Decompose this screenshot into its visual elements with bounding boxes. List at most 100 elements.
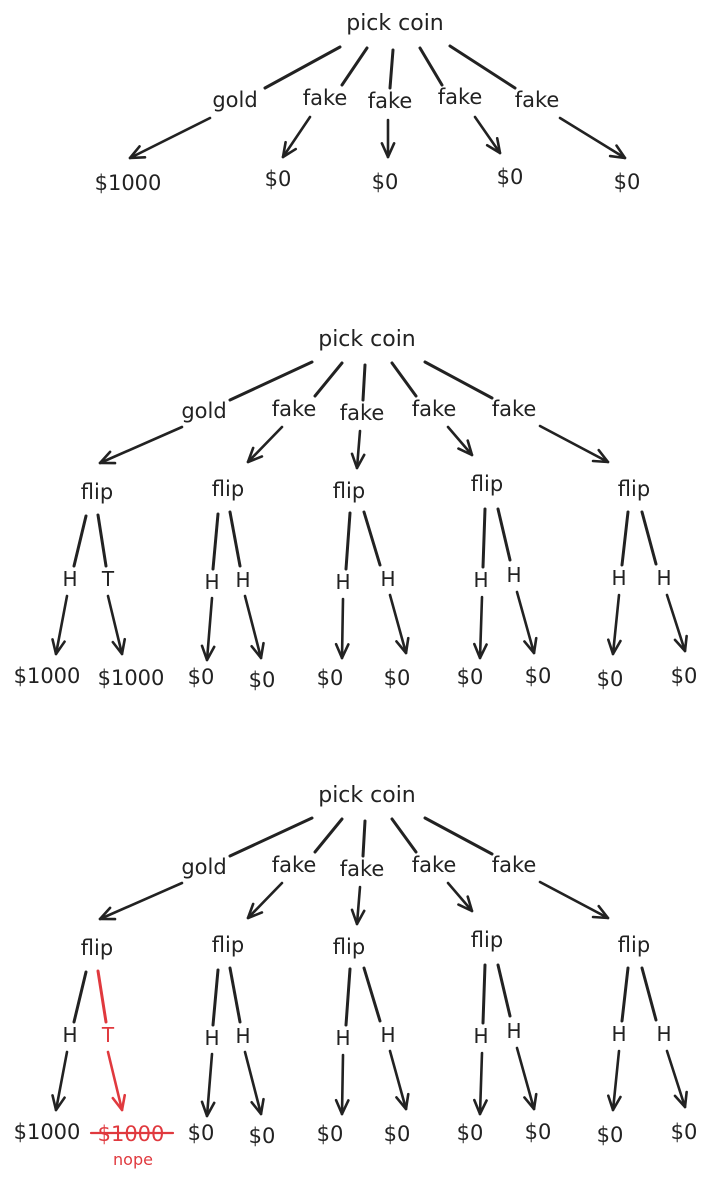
- root-node-pick-coin: pick coin: [346, 11, 444, 36]
- payout-value: $0: [614, 170, 641, 194]
- side-to-payout-arrow-head: [395, 636, 410, 655]
- side-to-payout-arrow: [473, 595, 488, 660]
- payout-value: $0: [317, 1122, 344, 1146]
- flip-branch-line: [211, 968, 220, 1027]
- coin-choice-label: fake: [412, 397, 457, 421]
- outcome-arrow-shaft: [473, 115, 502, 155]
- side-to-payout-arrow: [334, 1053, 350, 1116]
- coin-side-label: H: [235, 1024, 250, 1048]
- choice-to-flip-arrow-shaft: [446, 425, 474, 457]
- root-branch-line: [263, 45, 342, 90]
- choice-to-flip-arrow-shaft: [355, 429, 362, 470]
- side-to-payout-arrow-head: [673, 1090, 688, 1109]
- side-to-payout-arrow-shaft: [478, 1051, 484, 1116]
- choice-to-flip-arrow: [98, 881, 184, 921]
- flip-node-label: flip: [81, 480, 113, 504]
- coin-choice-label: fake: [492, 853, 537, 877]
- root-branch-line: [418, 46, 444, 87]
- choice-to-flip-arrow-head: [246, 902, 264, 920]
- side-to-payout-arrow: [607, 1049, 622, 1112]
- side-to-payout-arrow-shaft: [478, 595, 484, 660]
- choice-to-flip-arrow: [350, 885, 366, 926]
- coin-choice-label: gold: [212, 88, 257, 112]
- flip-branch-line: [481, 963, 487, 1025]
- outcome-arrow: [380, 118, 396, 159]
- flip-node-label: flip: [618, 477, 650, 501]
- flip-branch-line: [211, 512, 220, 571]
- payout-value: $0: [372, 170, 399, 194]
- payout-value: $0: [671, 664, 698, 688]
- choice-to-flip-arrow-shaft: [98, 881, 184, 921]
- choice-to-flip-arrow: [446, 881, 474, 913]
- side-to-payout-arrow-head: [51, 1094, 66, 1112]
- coin-side-label: H: [62, 567, 77, 591]
- outcome-arrow-shaft: [281, 115, 312, 159]
- choice-to-flip-arrow: [538, 424, 610, 464]
- coin-side-label: T: [101, 567, 115, 591]
- coin-choice-label: fake: [515, 88, 560, 112]
- coin-choice-label: fake: [368, 89, 413, 113]
- flip-branch-line: [228, 966, 242, 1024]
- root-branch-line: [228, 360, 314, 402]
- payout-value: $0: [249, 1124, 276, 1148]
- side-to-payout-arrow-head: [111, 637, 127, 656]
- coin-side-label: H: [380, 1023, 395, 1047]
- side-to-payout-arrow: [473, 1051, 488, 1116]
- flip-branch-line: [362, 510, 382, 567]
- nope-annotation: nope: [113, 1150, 153, 1169]
- coin-choice-label: fake: [492, 397, 537, 421]
- root-branch-line: [388, 48, 395, 90]
- side-to-payout-arrow-shaft: [515, 590, 536, 655]
- coin-side-label: H: [335, 570, 350, 594]
- choice-to-flip-arrow: [538, 880, 610, 920]
- payout-value: $0: [384, 1122, 411, 1146]
- coin-side-label: H: [473, 1024, 488, 1048]
- flip-branch-line: [620, 966, 630, 1023]
- outcome-arrow-head: [485, 136, 502, 155]
- payout-value: $0: [265, 167, 292, 191]
- flip-branch-line: [344, 511, 352, 571]
- side-to-payout-arrow-shaft: [205, 1052, 214, 1118]
- root-node-pick-coin: pick coin: [318, 327, 416, 352]
- flip-branch-line: [496, 963, 512, 1018]
- side-to-payout-arrow-shaft: [388, 593, 408, 655]
- root-node-pick-coin: pick coin: [318, 783, 416, 808]
- side-to-payout-arrow: [106, 1050, 127, 1112]
- payout-value: $0: [188, 1121, 215, 1145]
- side-to-payout-arrow: [243, 594, 265, 660]
- choice-to-flip-arrow-head: [98, 450, 117, 465]
- coin-side-label: H: [656, 566, 671, 590]
- payout-value: $0: [597, 667, 624, 691]
- payout-value: $1000: [14, 1120, 81, 1144]
- flip-branch-line: [72, 970, 88, 1024]
- payout-value: $0: [597, 1123, 624, 1147]
- side-to-payout-arrow-shaft: [388, 1049, 408, 1111]
- side-to-payout-arrow-shaft: [340, 597, 345, 660]
- side-to-payout-arrow: [388, 1049, 410, 1111]
- outcome-arrow: [281, 115, 312, 159]
- flip-branch-line: [228, 510, 242, 568]
- outcome-arrow-shaft: [558, 116, 627, 160]
- outcome-arrow-head: [608, 144, 627, 160]
- choice-to-flip-arrow-head: [350, 908, 366, 926]
- side-to-payout-arrow-shaft: [665, 1049, 687, 1109]
- side-to-payout-arrow-shaft: [611, 1049, 621, 1112]
- side-to-payout-arrow-shaft: [515, 1046, 536, 1111]
- flip-branch-line: [96, 513, 108, 568]
- payout-value: $1000: [14, 664, 81, 688]
- side-to-payout-arrow-head: [250, 641, 265, 660]
- root-branch-line: [390, 817, 418, 854]
- flip-node-label: flip: [81, 936, 113, 960]
- payout-value: $0: [525, 1120, 552, 1144]
- choice-to-flip-arrow-head: [457, 439, 474, 457]
- root-branch-line: [340, 46, 369, 87]
- root-branch-line: [390, 361, 418, 398]
- side-to-payout-arrow: [665, 593, 688, 653]
- side-to-payout-arrow-shaft: [106, 1050, 124, 1112]
- outcome-arrow-shaft: [128, 116, 212, 160]
- payout-value: $0: [497, 165, 524, 189]
- choice-to-flip-arrow-shaft: [538, 880, 610, 920]
- flip-branch-line: [496, 507, 512, 562]
- side-to-payout-arrow-head: [334, 642, 350, 660]
- coin-side-label: H: [235, 568, 250, 592]
